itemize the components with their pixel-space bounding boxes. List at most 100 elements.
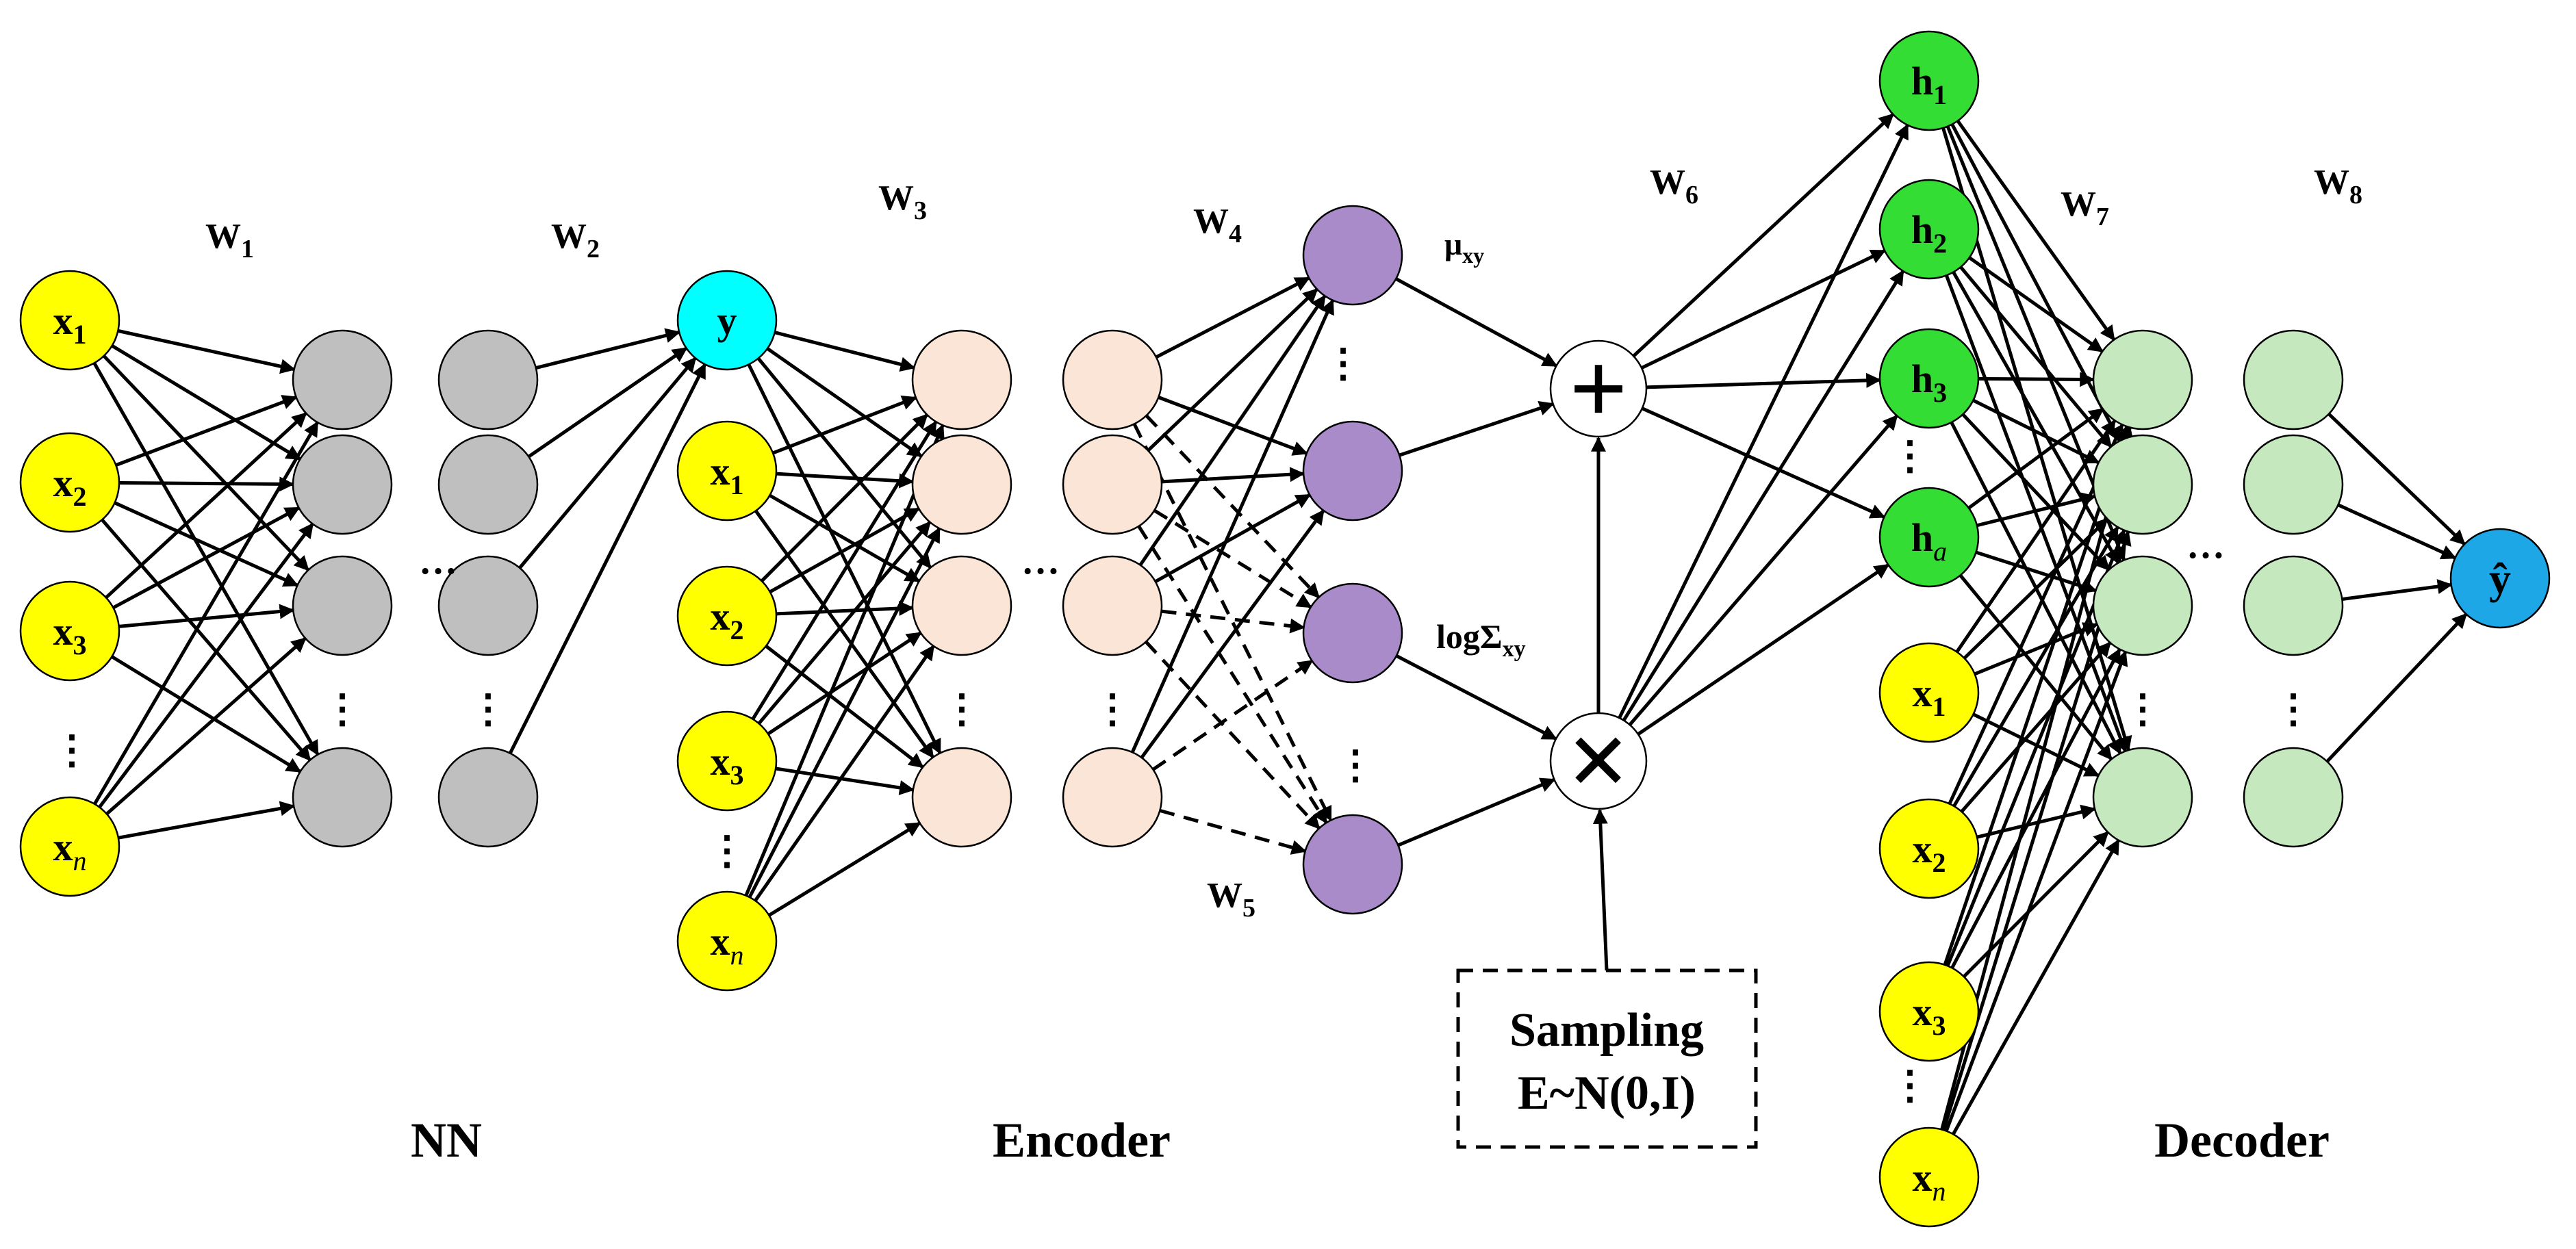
enc-input-node: x3 xyxy=(676,710,778,812)
enc-w4-edge xyxy=(1154,493,1312,583)
enc-hidden2-node xyxy=(1062,329,1163,430)
sampling-line2: E~N(0,I) xyxy=(1518,1067,1696,1120)
enc-w3-edge xyxy=(769,493,921,583)
w7-edge xyxy=(1976,804,2097,839)
w7-edge xyxy=(1950,123,2121,443)
nn-w2-edge xyxy=(535,328,681,370)
enc-w4-edge xyxy=(1155,276,1311,359)
dec-input-node-label: x3 xyxy=(1913,990,1946,1041)
nn-hidden1-node xyxy=(292,555,393,656)
nn-w1-edge xyxy=(101,518,311,762)
nn-input-node-label: x1 xyxy=(53,298,87,350)
nn-hidden2-vdots: ⋮ xyxy=(468,686,508,731)
w6-edge xyxy=(1622,270,1905,721)
dec-h-vdots: ⋮ xyxy=(1890,433,1930,478)
enc-w4-edge xyxy=(1147,287,1318,452)
w1-label: W1 xyxy=(205,217,254,263)
enc-w3-edge xyxy=(766,347,923,458)
dec-h-node: h2 xyxy=(1878,179,1980,280)
enc-w3-edge xyxy=(748,527,941,899)
w7-edge xyxy=(1950,647,2121,969)
dec-hidden1-vdots: ⋮ xyxy=(2123,686,2163,731)
w6-edge xyxy=(1632,113,1895,358)
sampling-box: Sampling E~N(0,I) xyxy=(1456,968,1758,1149)
decoder-ellipsis: … xyxy=(2186,524,2225,567)
w7-label: W7 xyxy=(2061,185,2109,231)
latent-node xyxy=(1302,814,1403,915)
times-operator: × xyxy=(1549,699,1648,821)
w6-label: W6 xyxy=(1650,163,1698,209)
w7-edge xyxy=(1944,274,2128,753)
nn-w1-edge xyxy=(117,329,296,374)
nn-w1-edge xyxy=(114,501,299,587)
nn-input-node-label: x2 xyxy=(53,461,87,512)
nn-w1-edge xyxy=(93,421,319,806)
output-y-hat-node: ŷ xyxy=(2449,528,2551,629)
nn-input-node-label: x3 xyxy=(53,609,87,660)
dec-x-vdots: ⋮ xyxy=(1890,1063,1930,1107)
nn-w1-edge xyxy=(98,522,314,808)
sampling-line1: Sampling xyxy=(1509,1004,1704,1057)
dec-hidden2-node xyxy=(2243,555,2344,656)
enc-w4-edge xyxy=(1138,294,1327,567)
nn-hidden2-node xyxy=(437,329,539,430)
w6-edge xyxy=(1618,123,1909,719)
enc-w4-edge xyxy=(1130,298,1335,754)
nn-w1-edge xyxy=(105,636,307,816)
nn-hidden1-vdots: ⋮ xyxy=(322,686,362,731)
latent-node xyxy=(1302,205,1403,306)
w4-label: W4 xyxy=(1193,202,1242,248)
enc-w3-edge xyxy=(768,821,921,917)
nn-w1-edge xyxy=(102,355,310,571)
mu-to-plus-edge xyxy=(1399,401,1555,457)
w7-edge xyxy=(1943,425,2130,966)
dec-h-node: ha xyxy=(1878,487,1980,588)
nn-w1-edge xyxy=(118,801,296,840)
enc-w3-edge xyxy=(754,509,934,759)
enc-w3-edge xyxy=(744,424,945,897)
nn-w1-edge xyxy=(118,476,295,492)
encoder-ellipsis: … xyxy=(1021,540,1060,582)
enc-hidden1-node xyxy=(911,555,1012,656)
w7-edge xyxy=(1956,120,2116,342)
latent-node xyxy=(1302,420,1403,522)
dec-h-node-label: ha xyxy=(1911,515,1947,567)
nn-w2-edge xyxy=(527,346,688,459)
enc-w3-edge xyxy=(760,413,929,582)
plus-operator: + xyxy=(1549,332,1648,446)
enc-w3-edge xyxy=(757,521,932,725)
section-nn-title: NN xyxy=(411,1113,482,1168)
enc-input-node: x1 xyxy=(676,420,778,522)
w7-edge xyxy=(1972,398,2100,465)
output-label: ŷ xyxy=(2489,554,2511,603)
nn-hidden1-node xyxy=(292,434,393,535)
enc-w5-edge xyxy=(1153,508,1312,609)
enc-hidden1-vdots: ⋮ xyxy=(942,686,982,731)
dec-hidden1-node xyxy=(2092,555,2193,656)
dec-hidden2-node xyxy=(2243,434,2344,535)
nn-hidden2-node xyxy=(437,555,539,656)
w8-label: W8 xyxy=(2314,163,2362,209)
w8-edge xyxy=(2328,413,2466,545)
w7-edge xyxy=(1975,550,2097,594)
enc-target-y-node: y xyxy=(676,270,778,371)
w6-edge xyxy=(1637,563,1890,736)
connections xyxy=(92,113,2468,1135)
latent-node xyxy=(1302,582,1403,684)
dec-input-node-label: x1 xyxy=(1913,671,1946,722)
enc-w5-edge xyxy=(1152,659,1314,771)
latent-bottom-vdots: ⋮ xyxy=(1336,743,1375,787)
dec-hidden2-node xyxy=(2243,329,2344,430)
w8-edge xyxy=(2325,613,2468,763)
enc-w3-edge xyxy=(767,631,922,736)
enc-w3-edge xyxy=(765,645,924,769)
nn-w2-edge xyxy=(518,357,697,569)
nn-w1-edge xyxy=(111,655,302,773)
enc-hidden2-node xyxy=(1062,747,1163,848)
w5-label: W5 xyxy=(1207,876,1255,923)
w7-edge xyxy=(1976,492,2097,528)
enc-hidden2-node xyxy=(1062,555,1163,656)
enc-input-node-label: x1 xyxy=(711,449,744,500)
nn-hidden2-node xyxy=(437,747,539,848)
